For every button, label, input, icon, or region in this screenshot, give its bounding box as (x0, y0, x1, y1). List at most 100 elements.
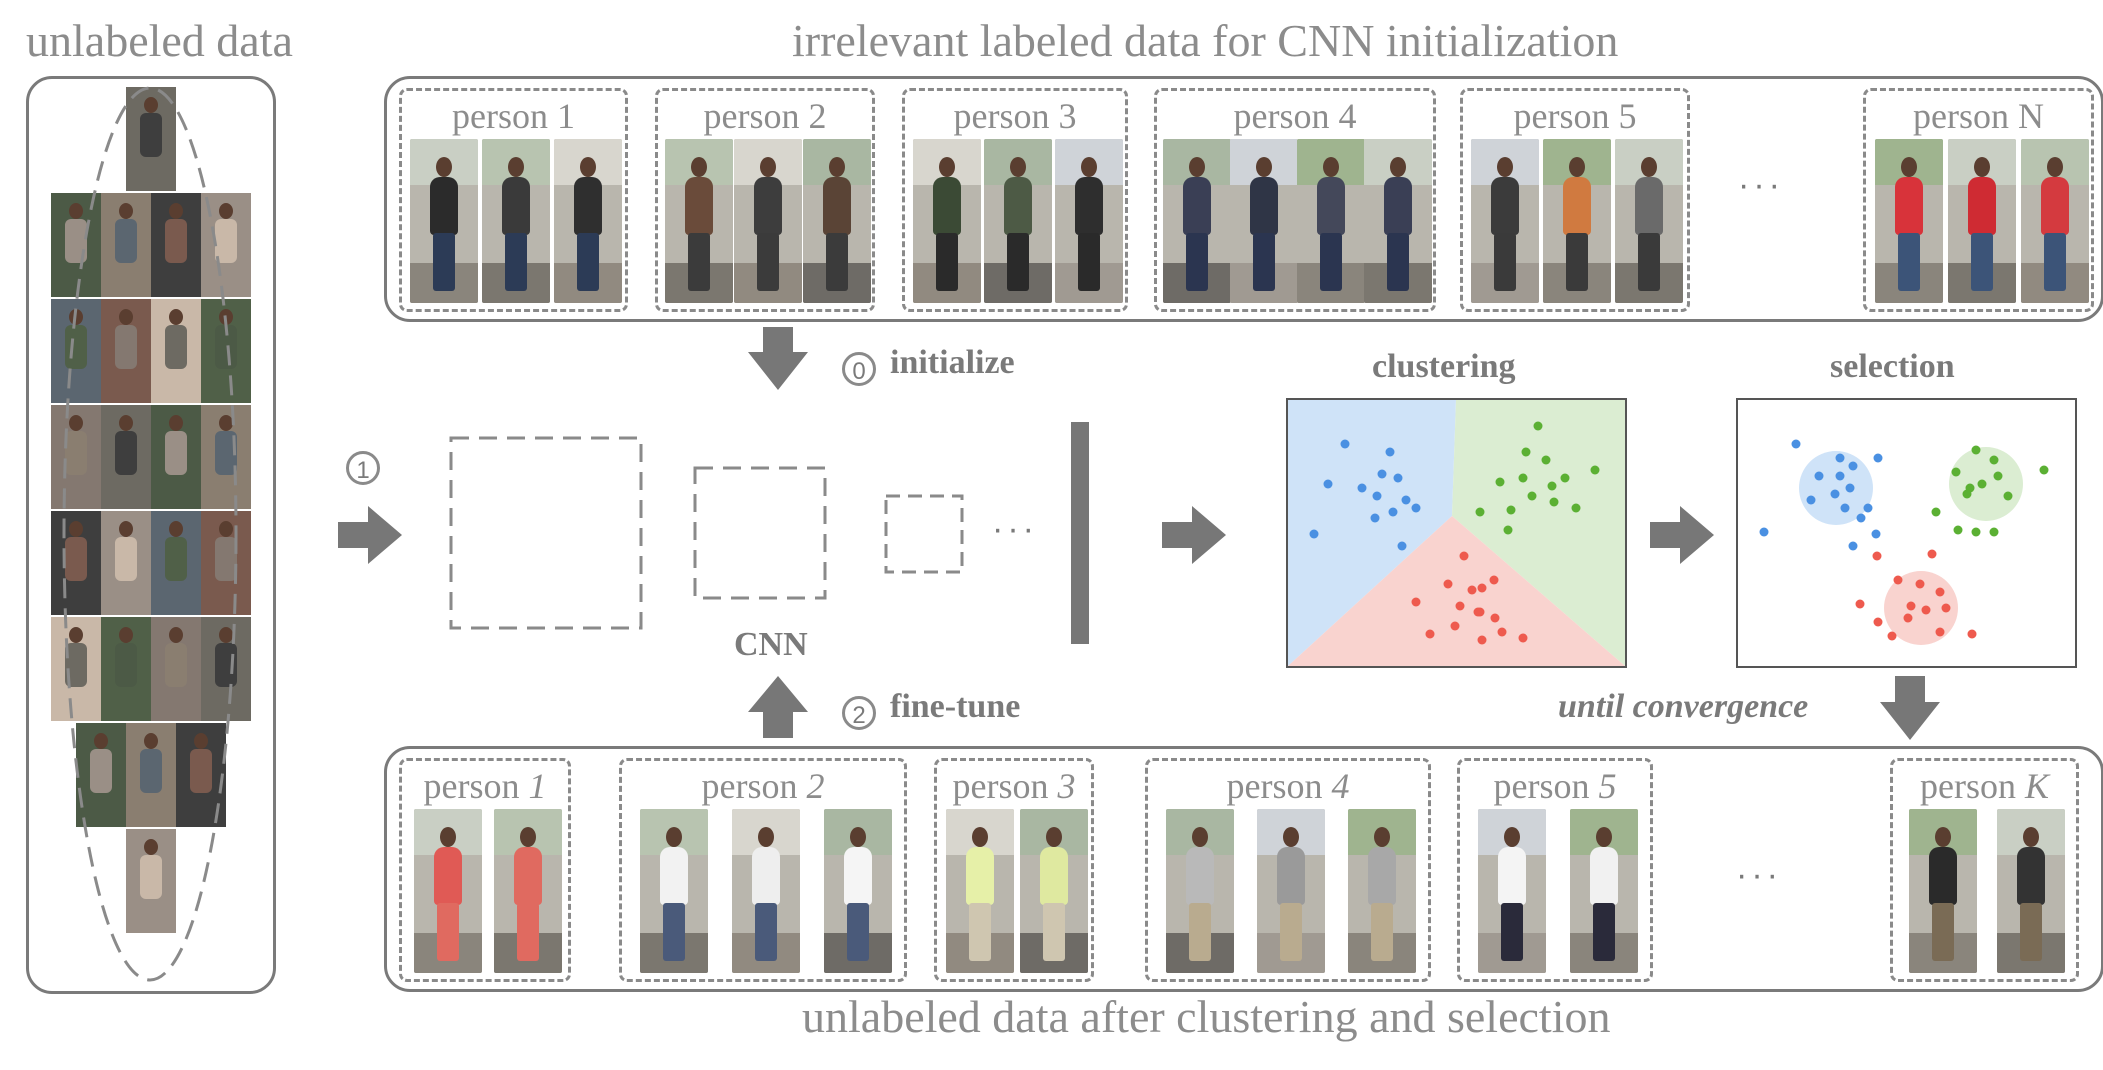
blue-cluster-point (1393, 473, 1403, 483)
blue-selection-point (1759, 527, 1769, 537)
person-image (1471, 139, 1539, 303)
green-selection-point (2039, 465, 2049, 475)
labeled-person-group-label: person N (1913, 96, 2044, 136)
red-selection-point (1921, 605, 1931, 615)
selection-plot (1736, 398, 2077, 668)
blue-selection-point (1840, 503, 1850, 513)
red-selection-point (1873, 617, 1883, 627)
selected-person-group: person 1 (399, 758, 571, 982)
labeled-person-group: person 2 (655, 88, 875, 312)
unlabeled-person-tile (101, 511, 151, 615)
labeled-person-group: person 4 (1154, 88, 1436, 312)
person-image (733, 139, 802, 303)
cnn-ellipsis: ··· (992, 510, 1038, 548)
clustering-plot (1286, 398, 1627, 668)
red-cluster-point (1443, 579, 1453, 589)
irrelevant-data-title: irrelevant labeled data for CNN initiali… (792, 15, 1619, 66)
person-image (1364, 139, 1432, 303)
green-cluster-point (1571, 503, 1581, 513)
step-input: 1 (346, 451, 380, 485)
green-cluster-point (1521, 447, 1531, 457)
blue-cluster-point (1411, 503, 1421, 513)
person-image (414, 809, 482, 973)
person-image (1947, 139, 2016, 303)
unlabeled-person-tile (51, 511, 101, 615)
red-selection-point (1887, 631, 1897, 641)
green-cluster-point (1503, 525, 1513, 535)
labeled-person-group: person 1 (399, 88, 628, 312)
person-image (482, 139, 550, 303)
selected-data-title: unlabeled data after clustering and sele… (802, 991, 1611, 1042)
red-selection-point (1967, 629, 1977, 639)
red-cluster-point (1450, 621, 1460, 631)
blue-cluster-point (1401, 495, 1411, 505)
green-cluster-point (1518, 473, 1528, 483)
unlabeled-person-tile (151, 299, 201, 403)
person-image (2020, 139, 2089, 303)
blue-cluster-point (1340, 439, 1350, 449)
unlabeled-person-tile (126, 829, 176, 933)
red-cluster-point (1497, 627, 1507, 637)
clustering-label: clustering (1372, 348, 1516, 385)
blue-selection-point (1848, 461, 1858, 471)
cnn-layer-3 (884, 494, 964, 574)
green-cluster-point (1590, 465, 1600, 475)
green-selection-point (2003, 491, 2013, 501)
convergence-arrow (1880, 676, 1940, 740)
step-2-badge: 2 (842, 696, 876, 731)
top-ellipsis: ··· (1738, 166, 1784, 204)
blue-cluster-point (1370, 513, 1380, 523)
unlabeled-person-tile (51, 617, 101, 721)
selected-person-group: person 3 (934, 758, 1094, 982)
person-image (1230, 139, 1298, 303)
selected-person-group: person 2 (619, 758, 907, 982)
unlabeled-person-tile (76, 723, 126, 827)
red-selection-point (1927, 549, 1937, 559)
red-selection-point (1935, 627, 1945, 637)
red-cluster-point (1455, 601, 1465, 611)
fine-tune-label: fine-tune (890, 688, 1021, 725)
cnn-label: CNN (734, 626, 808, 663)
unlabeled-person-tile (151, 193, 201, 297)
unlabeled-data-title: unlabeled data (26, 15, 293, 66)
red-cluster-point (1489, 575, 1499, 585)
red-selection-point (1872, 551, 1882, 561)
blue-selection-point (1856, 513, 1866, 523)
green-selection-point (1971, 527, 1981, 537)
blue-cluster-point (1397, 541, 1407, 551)
person-image (1165, 809, 1234, 973)
person-image (946, 809, 1014, 973)
green-selection-point (1951, 467, 1961, 477)
selected-person-group-label: person K (1920, 766, 2049, 806)
red-cluster-point (1467, 585, 1477, 595)
red-selection-point (1855, 599, 1865, 609)
selected-person-group-label: person 4 (1226, 766, 1350, 806)
unlabeled-image-mosaic (29, 79, 279, 997)
person-image (664, 139, 733, 303)
person-image (1054, 139, 1123, 303)
person-image (1997, 809, 2065, 973)
green-cluster-point (1549, 497, 1559, 507)
unlabeled-person-tile (151, 405, 201, 509)
person-image (554, 139, 622, 303)
green-cluster-point (1533, 421, 1543, 431)
red-selection-point (1906, 601, 1916, 611)
input-arrow (338, 506, 402, 564)
fine-tune-arrow (748, 676, 808, 738)
person-image (1570, 809, 1638, 973)
unlabeled-data-ellipse (62, 86, 238, 982)
green-selection-point (1993, 471, 2003, 481)
step-fine-tune: 2 fine-tune (842, 688, 1021, 731)
person-image (640, 809, 708, 973)
selected-person-group-label: person 2 (701, 766, 825, 806)
until-convergence-label: until convergence (1558, 688, 1809, 725)
labeled-person-group: person 5 (1460, 88, 1690, 312)
unlabeled-person-tile (101, 617, 151, 721)
blue-selection-point (1871, 529, 1881, 539)
person-image (494, 809, 562, 973)
green-cluster-point (1541, 455, 1551, 465)
labeled-person-group-label: person 4 (1233, 96, 1357, 136)
blue-selection-point (1873, 453, 1883, 463)
cnn-output-bar (1071, 422, 1089, 644)
